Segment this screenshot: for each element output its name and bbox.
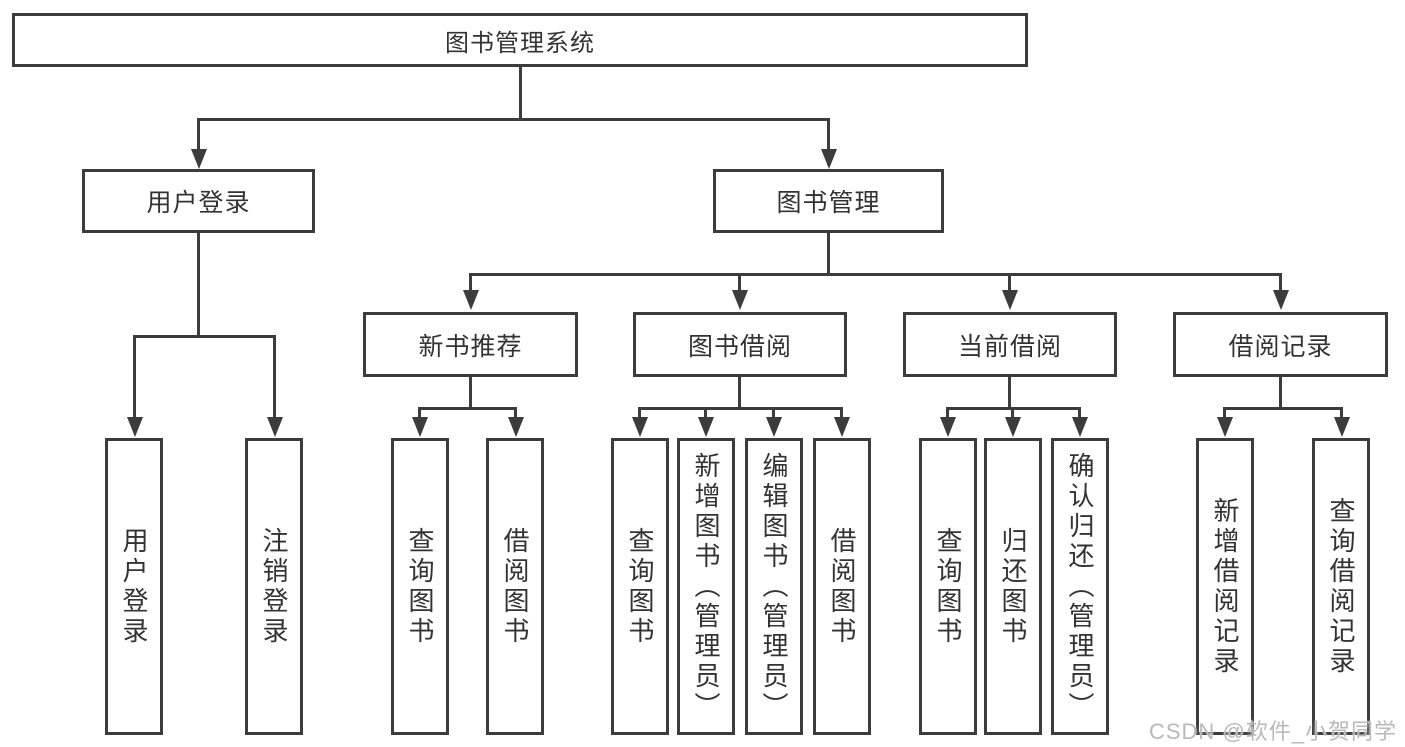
connector-arrow-down (946, 407, 949, 417)
node-borrowing-records-label: 借阅记录 (1228, 332, 1333, 361)
connector-arrow-down (273, 335, 276, 417)
connector-hline (418, 407, 517, 410)
connector-arrow-down (738, 273, 741, 290)
connector-arrow-down (772, 407, 775, 417)
connector-arrow-down (1008, 273, 1011, 290)
node-new-book-recommend-label: 新书推荐 (418, 332, 523, 361)
leaf-query-books-borrow: 查询图书 (611, 438, 669, 735)
connector-arrow-down (418, 407, 421, 417)
node-book-management: 图书管理 (713, 169, 944, 233)
connector-arrow-down (133, 335, 136, 417)
leaf-borrow-books: 借阅图书 (813, 438, 871, 735)
connector-vline (197, 232, 200, 337)
connector-vline (519, 67, 522, 121)
connector-arrow-down (1223, 407, 1226, 417)
connector-vline (1008, 377, 1011, 409)
leaf-return-books: 归还图书 (984, 438, 1042, 735)
connector-arrow-down (840, 407, 843, 417)
connector-arrow-down (1011, 407, 1014, 417)
leaf-query-books-recommend: 查询图书 (391, 438, 449, 735)
node-borrowing-records: 借阅记录 (1173, 312, 1388, 377)
connector-hline (197, 118, 830, 121)
connector-vline (469, 377, 472, 409)
node-book-borrowing: 图书借阅 (633, 312, 847, 377)
node-new-book-recommend: 新书推荐 (363, 312, 578, 377)
leaf-logout: 注销登录 (245, 438, 303, 735)
connector-arrow-down (827, 118, 830, 149)
connector-hline (469, 273, 1282, 276)
connector-vline (738, 377, 741, 409)
leaf-query-books-current: 查询图书 (919, 438, 977, 735)
connector-arrow-down (1340, 407, 1343, 417)
leaf-add-borrow-record: 新增借阅记录 (1196, 438, 1254, 735)
connector-vline (827, 232, 830, 275)
connector-hline (133, 335, 276, 338)
node-book-management-label: 图书管理 (776, 189, 881, 217)
leaf-confirm-return-admin: 确认归还（管理员） (1051, 438, 1109, 735)
node-current-borrowing-label: 当前借阅 (957, 332, 1062, 361)
connector-arrow-down (704, 407, 707, 417)
node-user-login: 用户登录 (82, 169, 315, 233)
connector-hline (638, 407, 843, 410)
node-root-label: 图书管理系统 (445, 29, 595, 57)
connector-arrow-down (514, 407, 517, 417)
node-book-borrowing-label: 图书借阅 (687, 332, 792, 361)
connector-hline (1223, 407, 1343, 410)
csdn-watermark: CSDN @软件_小贺同学 (1148, 719, 1397, 744)
leaf-borrow-books-recommend: 借阅图书 (486, 438, 544, 735)
connector-arrow-down (469, 273, 472, 290)
connector-arrow-down (197, 118, 200, 149)
leaf-edit-books-admin: 编辑图书（管理员） (745, 438, 803, 735)
connector-vline (1279, 377, 1282, 409)
connector-arrow-down (1279, 273, 1282, 290)
connector-arrow-down (1078, 407, 1081, 417)
leaf-user-login: 用户登录 (105, 438, 163, 735)
leaf-query-borrow-record: 查询借阅记录 (1312, 438, 1370, 735)
leaf-add-books-admin: 新增图书（管理员） (677, 438, 735, 735)
node-user-login-label: 用户登录 (146, 189, 251, 217)
node-root-system: 图书管理系统 (12, 13, 1028, 67)
connector-arrow-down (638, 407, 641, 417)
node-current-borrowing: 当前借阅 (903, 312, 1117, 377)
